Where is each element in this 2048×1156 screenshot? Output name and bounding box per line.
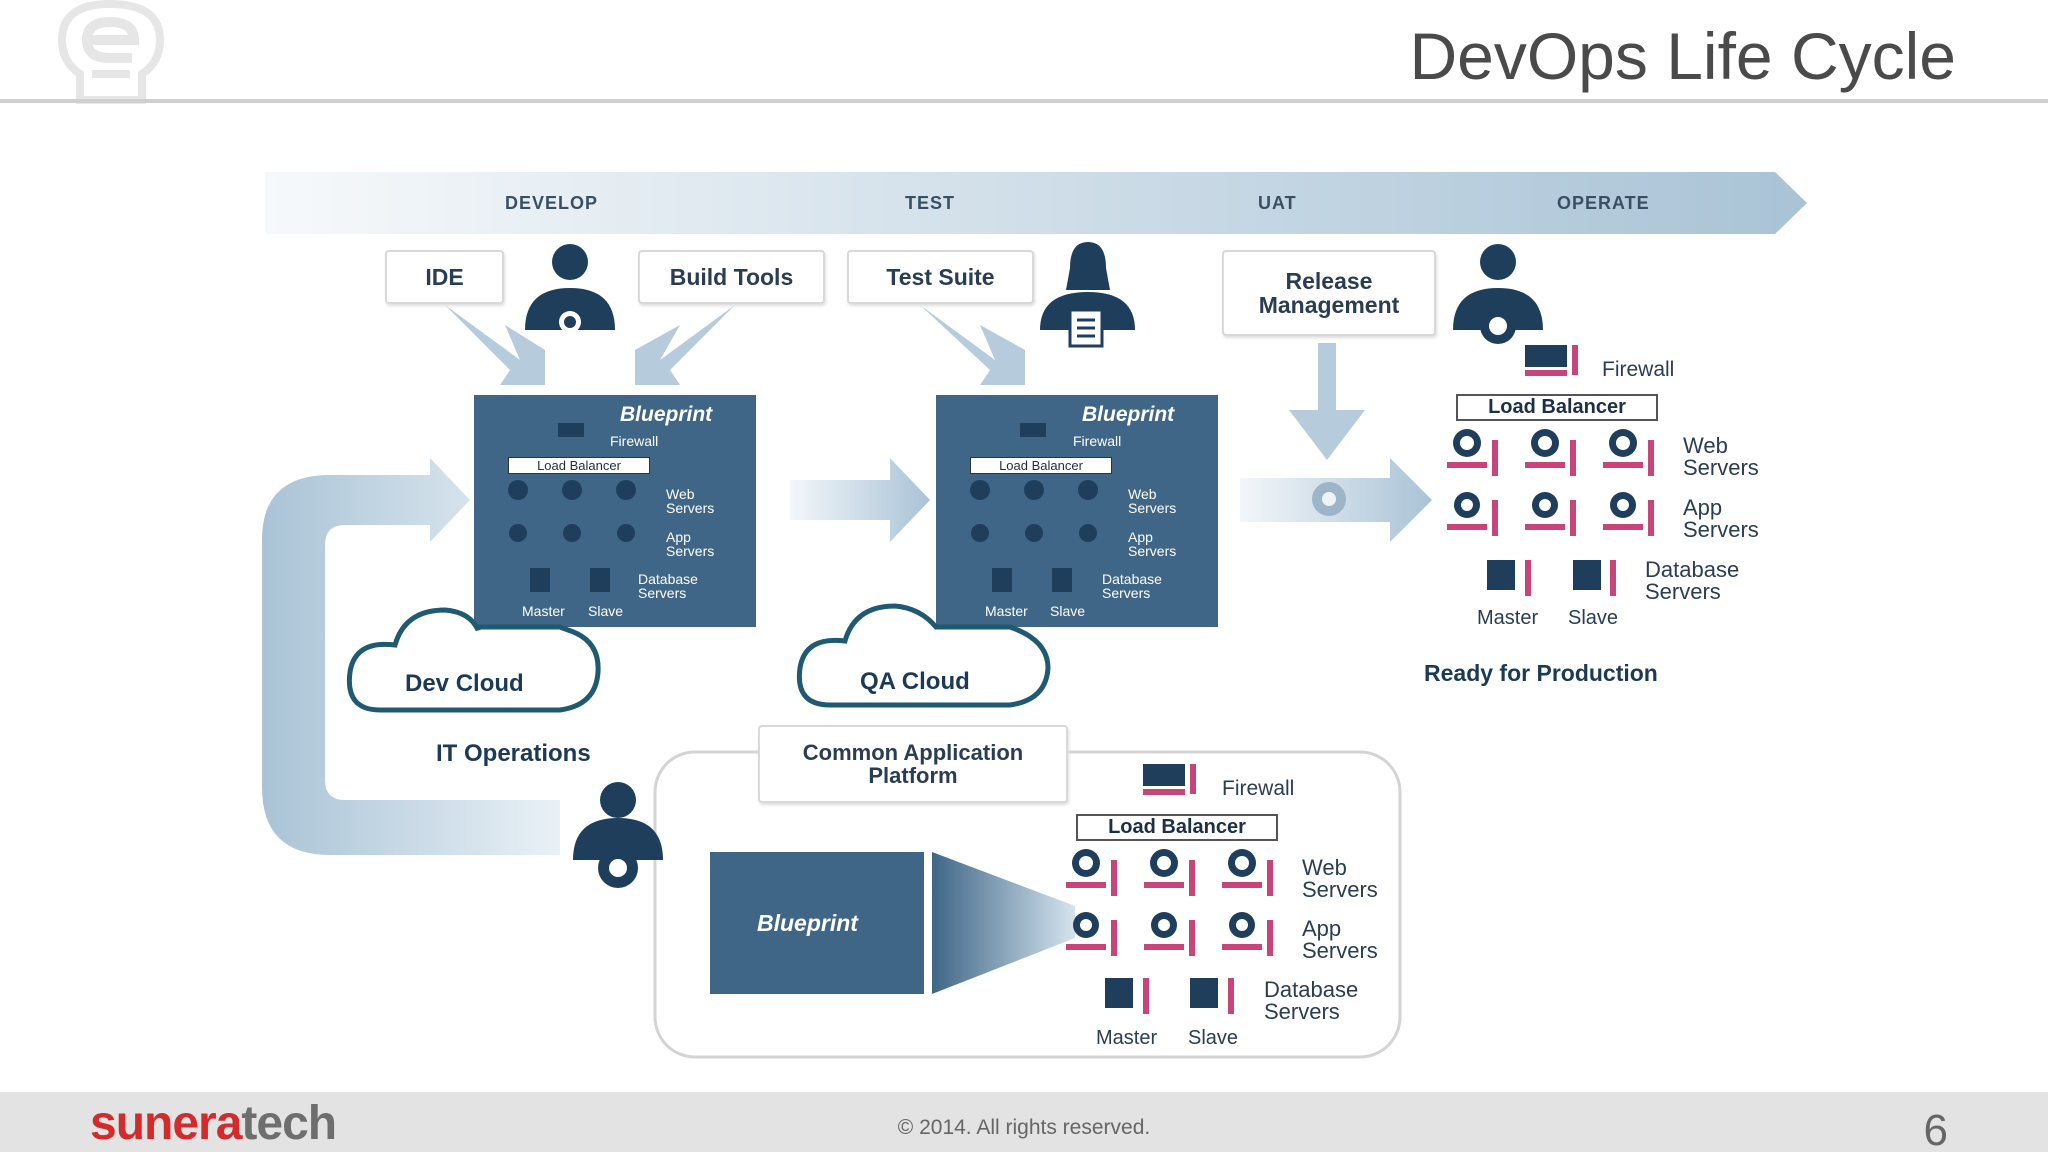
release-line2: Management	[1258, 292, 1400, 318]
dev-blueprint-box	[474, 395, 756, 627]
cap-firewall-label: Firewall	[1222, 777, 1295, 800]
footer-bar	[0, 1092, 2048, 1152]
release-management-box: Release Management	[1222, 250, 1436, 336]
phase-develop: DEVELOP	[505, 193, 599, 213]
operator-person-icon	[1453, 244, 1543, 344]
qa-cloud	[796, 603, 1051, 708]
qa-slave-label: Slave	[1050, 603, 1086, 619]
prod-server-stack	[1447, 345, 1654, 596]
cap-server-stack	[1066, 764, 1273, 1014]
cap-slave-label: Slave	[1188, 1027, 1239, 1049]
page-title: DevOps Life Cycle	[1409, 19, 1956, 93]
dev-load-balancer: Load Balancer	[508, 457, 650, 474]
cap-blueprint-title: Blueprint	[757, 910, 858, 936]
prod-slave-label: Slave	[1568, 607, 1619, 629]
page-number: 6	[1923, 1106, 1948, 1155]
cap-load-balancer: Load Balancer	[1076, 814, 1278, 841]
dev-cloud-label: Dev Cloud	[405, 670, 524, 697]
tester-person-icon	[1040, 242, 1135, 348]
ide-arrow	[445, 305, 545, 385]
dev-cloud	[346, 607, 601, 713]
feedback-loop-arrow	[262, 458, 560, 855]
release-arrow	[1289, 343, 1365, 460]
test-suite-box: Test Suite	[847, 250, 1034, 304]
dev-blueprint-title: Blueprint	[620, 403, 713, 426]
dev-master-label: Master	[522, 603, 565, 619]
cap-blueprint-box	[710, 852, 924, 994]
qa-blueprint-box	[936, 395, 1218, 627]
qa-blueprint-servers	[970, 423, 1098, 592]
phase-uat: UAT	[1258, 193, 1297, 213]
copyright-text: © 2014. All rights reserved.	[897, 1116, 1151, 1139]
dev-firewall-label: Firewall	[610, 433, 659, 449]
header-divider	[0, 99, 2048, 103]
ide-box: IDE	[385, 250, 504, 304]
cap-funnel	[932, 852, 1075, 994]
phase-operate: OPERATE	[1557, 193, 1650, 213]
phase-test: TEST	[905, 193, 956, 213]
dev-slave-label: Slave	[588, 603, 624, 619]
release-line1: Release	[1285, 267, 1373, 294]
test-arrow	[920, 305, 1025, 385]
prod-firewall-label: Firewall	[1602, 358, 1675, 381]
prod-master-label: Master	[1477, 607, 1539, 629]
phase-band-arrow	[265, 172, 1807, 234]
ready-for-production-label: Ready for Production	[1424, 660, 1658, 686]
qa-cloud-label: QA Cloud	[860, 668, 970, 695]
qa-master-label: Master	[985, 603, 1028, 619]
build-tools-box: Build Tools	[638, 250, 825, 304]
dev-blueprint-servers	[508, 423, 636, 592]
qa-blueprint-title: Blueprint	[1082, 403, 1175, 426]
qa-firewall-label: Firewall	[1073, 433, 1122, 449]
build-arrow	[635, 305, 735, 385]
it-ops-person-icon	[573, 782, 663, 888]
qa-load-balancer: Load Balancer	[970, 457, 1112, 474]
brand-logo: suneratech	[90, 1097, 337, 1150]
prod-load-balancer: Load Balancer	[1456, 394, 1658, 421]
it-operations-label: IT Operations	[436, 740, 591, 767]
cap-master-label: Master	[1096, 1027, 1158, 1049]
dev-to-qa-arrow	[790, 458, 930, 542]
cap-title-box: Common Application Platform	[758, 725, 1068, 803]
developer-person-icon	[525, 244, 615, 333]
company-logo	[52, 0, 172, 105]
